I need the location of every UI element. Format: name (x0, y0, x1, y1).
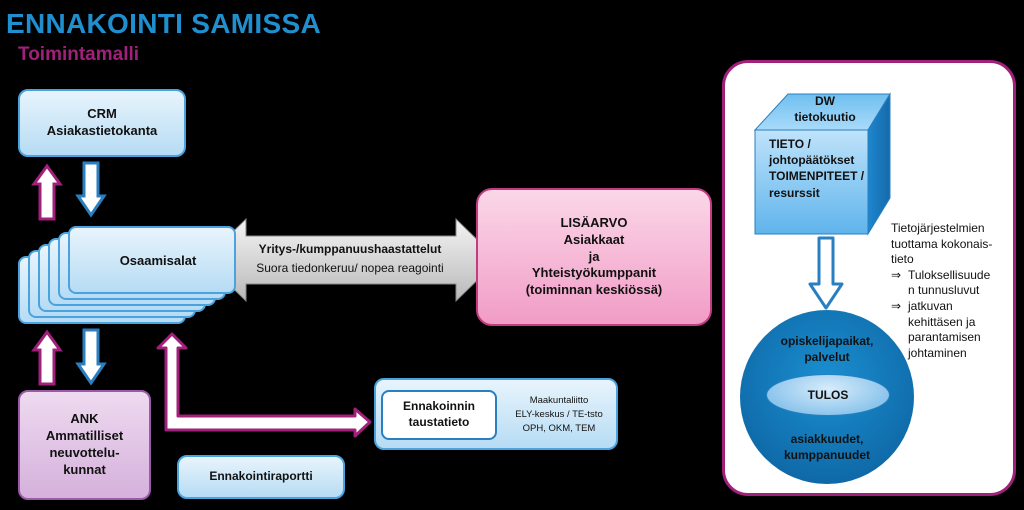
stack-card-front (68, 226, 236, 294)
page-subtitle: Toimintamalli (18, 44, 140, 65)
osaamisalat-stack: Osaamisalat (18, 226, 236, 326)
dw-title: DW (815, 94, 835, 108)
interview-line-1: Yritys-/kumppanuushaastattelut (258, 242, 442, 256)
source-line: ELY-keskus / TE-tsto (515, 408, 603, 420)
lisaarvo-line: Asiakkaat (563, 231, 625, 247)
bullet-line: parantamisen (908, 330, 981, 345)
result-top-line: opiskelijapaikat, (780, 334, 874, 348)
bullet-line: johtaminen (908, 345, 967, 360)
dw-front-line: johtopäätökset (769, 153, 855, 168)
taustatieto-line: taustatieto (408, 415, 470, 429)
crm-subtitle: Asiakastietokanta (46, 123, 158, 138)
arrow-down-to-result (808, 236, 844, 310)
ank-line: Ammatilliset (45, 428, 124, 444)
source-line: Maakuntaliitto (529, 395, 589, 406)
result-bottom-line: asiakkuudet, (790, 432, 864, 446)
arrow-up-to-crm (31, 163, 63, 221)
bullet-text: Tuloksellisuude n tunnusluvut (908, 268, 990, 299)
side-info: Tietojärjestelmien tuottama kokonais- ti… (891, 221, 1016, 361)
result-top-line: palvelut (804, 349, 850, 364)
source-line: OPH, OKM, TEM (522, 422, 596, 434)
side-info-line: Tietojärjestelmien (891, 221, 985, 235)
crm-title: CRM (87, 106, 117, 122)
dw-front-text: TIETO / johtopäätökset TOIMENPITEET / re… (769, 136, 879, 201)
ank-title: ANK (70, 411, 99, 427)
ennakointiraportti-box: Ennakointiraportti (177, 455, 345, 499)
bullet-line: kehittäsen ja (908, 314, 976, 329)
ank-line: neuvottelu- (49, 445, 120, 460)
ank-line: kunnat (63, 461, 106, 477)
side-info-bullet: ⇒ jatkuvan kehittäsen ja parantamisen jo… (891, 299, 1016, 361)
implies-icon: ⇒ (891, 298, 902, 313)
taustatieto-box: Ennakoinnin taustatieto (381, 390, 497, 440)
tulos-ellipse: TULOS (766, 374, 890, 416)
taustatieto-sources: Maakuntaliitto ELY-keskus / TE-tsto OPH,… (503, 394, 615, 435)
side-info-line: tuottama kokonais- (891, 236, 993, 251)
bullet-line: Tuloksellisuude (908, 267, 991, 282)
side-info-line: tieto (891, 252, 914, 267)
crm-box: CRM Asiakastietokanta (18, 89, 186, 157)
interview-line-2: Suora tiedonkeruu/ nopea reagointi (256, 260, 444, 275)
dw-front-line: TIETO / (769, 137, 811, 151)
lisaarvo-box: LISÄARVO Asiakkaat ja Yhteistyökumppanit… (476, 188, 712, 326)
interview-text: Yritys-/kumppanuushaastattelut Suora tie… (232, 240, 468, 277)
lisaarvo-title: LISÄARVO (560, 214, 628, 230)
side-info-bullet: ⇒ Tuloksellisuude n tunnusluvut (891, 268, 1016, 299)
dw-label: DW tietokuutio (790, 94, 860, 125)
taustatieto-line: Ennakoinnin (403, 399, 475, 414)
result-bottom-line: kumppanuudet (784, 447, 870, 462)
bullet-text: jatkuvan kehittäsen ja parantamisen joht… (908, 299, 981, 361)
page-title: ENNAKOINTI SAMISSA (6, 8, 321, 39)
lisaarvo-line: ja (588, 248, 600, 264)
arrow-down-to-ank (75, 328, 107, 386)
ank-box: ANK Ammatilliset neuvottelu- kunnat (18, 390, 151, 500)
result-bottom-text: asiakkuudet, kumppanuudet (760, 432, 894, 463)
arrow-l-to-taustatieto (156, 332, 372, 438)
bullet-line: n tunnusluvut (908, 283, 980, 298)
arrow-down-from-crm (75, 161, 107, 218)
lisaarvo-line: (toiminnan keskiössä) (525, 282, 663, 298)
dw-front-line: resurssit (769, 185, 820, 200)
bullet-line: jatkuvan (908, 298, 953, 313)
dw-front-line: TOIMENPITEET / (769, 169, 865, 184)
dw-subtitle: tietokuutio (794, 109, 856, 124)
arrow-up-from-ank (31, 329, 63, 386)
dw-cube-icon (753, 92, 891, 236)
result-top-text: opiskelijapaikat, palvelut (760, 334, 894, 365)
osaamisalat-label: Osaamisalat (119, 252, 197, 268)
lisaarvo-line: Yhteistyökumppanit (531, 265, 657, 281)
implies-icon: ⇒ (891, 267, 902, 282)
